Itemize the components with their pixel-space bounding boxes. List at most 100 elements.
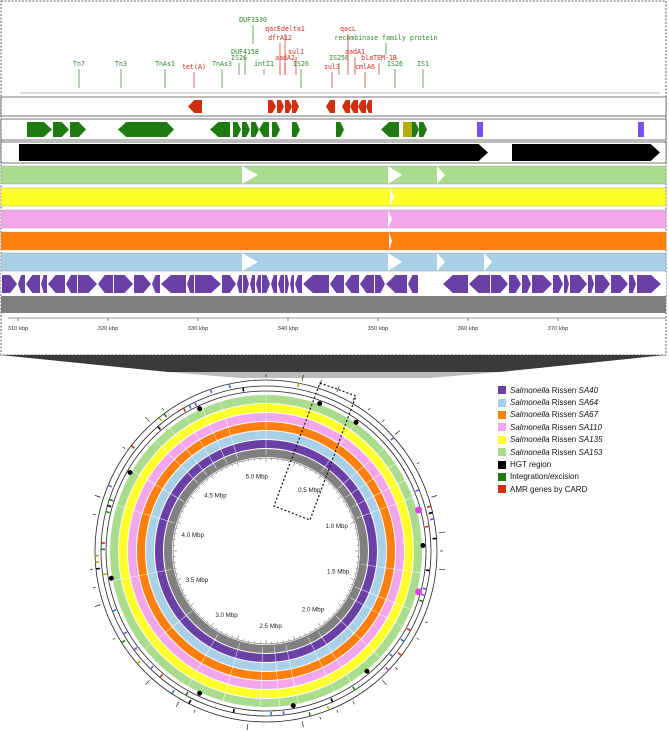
strain-band-gap <box>242 253 258 271</box>
cds-arrow <box>48 275 65 293</box>
scale-tick <box>348 589 351 591</box>
legend-item-sa67: Salmonella Rissen SA67 <box>498 409 666 421</box>
gene-label-green: IS26 <box>387 60 403 68</box>
ring-feature <box>390 436 395 441</box>
ring-scale-label: 1.5 Mbp <box>327 569 350 576</box>
cds-arrow <box>195 275 221 293</box>
gene-label-red: dfrA12 <box>268 34 292 42</box>
outer-tick <box>122 446 126 450</box>
cds-arrow <box>345 275 359 293</box>
legend-item-sa40: Salmonella Rissen SA40 <box>498 384 666 396</box>
scale-tick <box>226 633 228 636</box>
axis-tick-label: 310 kbp <box>8 326 29 332</box>
scale-tick <box>220 630 223 633</box>
gene-label-green: IS26 <box>231 54 247 62</box>
scale-tick <box>194 491 197 494</box>
scale-tick <box>304 466 306 469</box>
scale-ring <box>172 457 360 645</box>
legend-swatch <box>498 410 506 419</box>
cds-arrow <box>330 275 344 293</box>
scale-tick <box>335 608 338 611</box>
integration-track <box>0 118 667 141</box>
gene-label-green: DUF4158 <box>231 48 259 56</box>
strain-band-gap <box>242 166 258 184</box>
ring-scale-label: 3.0 Mbp <box>215 612 238 619</box>
cds-arrow <box>2 275 17 293</box>
cds-arrow <box>469 275 490 293</box>
scale-tick <box>304 633 306 636</box>
integration-gene-arrow <box>292 122 300 137</box>
outer-tick <box>367 407 371 411</box>
outer-tick <box>145 416 150 422</box>
axis-tick-label: 340 kbp <box>278 326 299 332</box>
scale-tick <box>299 464 301 467</box>
ring-gap <box>274 646 280 707</box>
ring-gap <box>356 497 413 519</box>
hgt-marker <box>353 419 359 425</box>
outer-tick <box>431 495 438 498</box>
hgt-region-arrow <box>19 144 488 161</box>
ring-feature <box>397 652 402 656</box>
scale-tick <box>350 584 353 586</box>
outer-tick <box>395 430 401 435</box>
ring-feature <box>297 382 300 388</box>
cds-arrow <box>250 275 255 293</box>
integration-gene-block <box>403 122 412 137</box>
ring-feature <box>157 425 161 431</box>
gene-label-green: DUF3330 <box>239 16 267 24</box>
ring-feature <box>109 498 114 502</box>
ring-feature <box>133 646 138 651</box>
cds-arrow <box>637 275 661 293</box>
cds-track <box>1 273 666 295</box>
amr-gene-arrow <box>188 100 202 113</box>
ring-feature <box>389 653 394 658</box>
outer-tick <box>439 568 446 571</box>
strain-band <box>0 165 667 185</box>
legend-item-sa135: Salmonella Rissen SA135 <box>498 434 666 446</box>
integration-gene-arrow <box>70 122 86 137</box>
ring-gap <box>345 463 396 498</box>
integration-gene-arrow <box>272 122 280 137</box>
gene-label-green: TnAs3 <box>212 60 232 68</box>
cds-arrow <box>98 275 113 293</box>
outer-ring <box>105 390 427 712</box>
cds-arrow <box>41 275 47 293</box>
scale-tick <box>177 578 182 580</box>
scale-tick <box>309 469 312 472</box>
marker-magenta <box>415 506 423 514</box>
ring-feature <box>107 484 113 488</box>
zoom-callout-wedge <box>0 355 666 372</box>
strain-band-gap <box>389 232 392 250</box>
strain-band-gap <box>484 253 492 271</box>
zoom-callout-shadow <box>168 372 500 378</box>
scale-tick <box>332 487 334 489</box>
outer-tick <box>352 397 355 401</box>
cds-arrow <box>386 275 407 293</box>
outer-tick <box>301 374 304 381</box>
ring-scale-label: 0.5 Mbp <box>298 487 321 494</box>
integration-gene-arrow <box>27 122 52 137</box>
scale-tick <box>318 622 321 627</box>
ring-feature <box>419 599 424 603</box>
cds-arrow <box>278 275 284 293</box>
scale-tick <box>309 630 312 633</box>
cds-arrow <box>303 275 329 293</box>
scale-tick <box>350 522 355 524</box>
axis-tick-label: 330 kbp <box>188 326 209 332</box>
cds-arrow <box>187 275 194 293</box>
amr-gene-arrow <box>268 100 276 113</box>
cds-arrow <box>532 275 552 293</box>
scale-tick <box>181 589 184 591</box>
cds-arrow <box>290 275 294 293</box>
cds-arrow <box>408 275 418 293</box>
outer-tick <box>175 701 180 708</box>
scale-tick <box>190 603 195 606</box>
scale-tick <box>184 594 187 597</box>
ring-scale-label: 3.5 Mbp <box>186 577 209 584</box>
cds-arrow <box>375 275 385 293</box>
cds-arrow <box>295 275 302 293</box>
scale-tick <box>179 516 182 518</box>
ring-gap <box>116 505 175 524</box>
